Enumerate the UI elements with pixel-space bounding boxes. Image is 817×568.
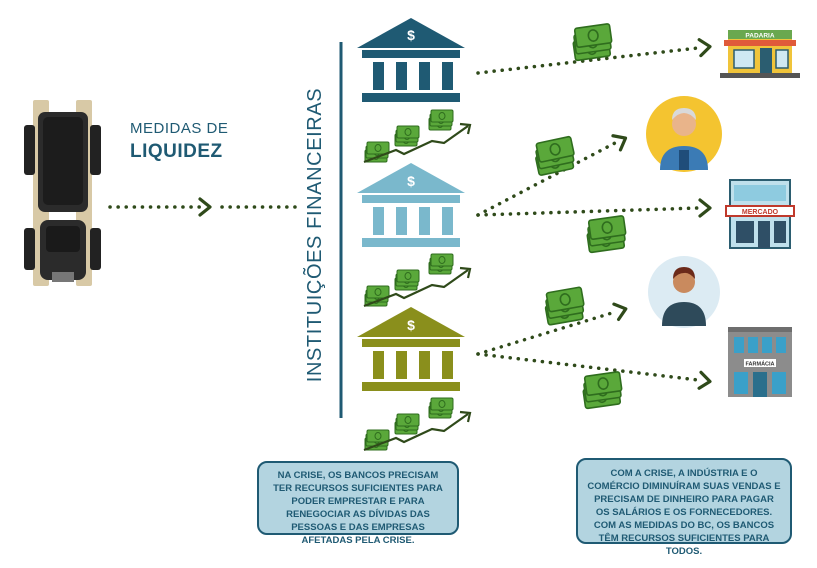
money-icon	[395, 270, 419, 290]
money-icon	[395, 414, 419, 434]
pharmacy-sign: FARMÁCIA	[745, 361, 774, 368]
institutions-label: INSTITUIÇÕES FINANCEIRAS	[304, 87, 326, 383]
flow-arrow-truck-to-banks	[108, 197, 300, 217]
money-icon	[395, 126, 419, 146]
money-icon	[365, 430, 389, 450]
market-sign: MERCADO	[742, 209, 779, 216]
flow-arrow-to-pharmacy	[476, 352, 713, 392]
money-icon	[533, 136, 577, 175]
bank-icon: $	[357, 163, 465, 247]
money-icon	[581, 372, 623, 409]
young-person-icon	[648, 256, 720, 328]
bakery-sign: PADARIA	[745, 33, 774, 40]
money-icon	[365, 286, 389, 306]
money-growth-group	[363, 110, 472, 164]
money-icon	[571, 24, 613, 61]
liquidity-measures-title: MEDIDAS DE LIQUIDEZ	[130, 120, 228, 163]
money-growth-group	[363, 398, 472, 452]
growth-arrow-icon	[363, 125, 469, 164]
money-icon	[429, 398, 453, 418]
flow-arrow-to-market	[476, 198, 712, 218]
growth-arrow-icon	[363, 269, 469, 308]
money-icon	[543, 287, 586, 325]
bank-dollar-sign: $	[407, 317, 415, 333]
measures-line1: MEDIDAS DE	[130, 120, 229, 137]
money-icon	[585, 216, 627, 253]
bakery-icon: PADARIA	[720, 30, 800, 78]
bank-icon: $	[357, 18, 465, 102]
market-icon: MERCADO	[725, 179, 795, 249]
bank-dollar-sign: $	[407, 173, 415, 189]
flow-arrow-to-elderly-person	[476, 129, 631, 217]
money-icon	[365, 142, 389, 162]
money-icon	[429, 110, 453, 130]
bank-icon: $	[357, 307, 465, 391]
note-banks: NA CRISE, OS BANCOS PRECISAM TER RECURSO…	[257, 461, 459, 546]
growth-arrow-icon	[363, 413, 469, 452]
flow-arrow-to-young-person	[476, 299, 630, 356]
bank-dollar-sign: $	[407, 27, 415, 43]
measures-line2: LIQUIDEZ	[130, 141, 223, 162]
truck-icon	[24, 100, 101, 286]
money-icon	[429, 254, 453, 274]
money-growth-group	[363, 254, 472, 308]
elderly-person-icon	[646, 96, 722, 172]
pharmacy-icon: FARMÁCIA	[728, 327, 792, 397]
note-industry: COM A CRISE, A INDÚSTRIA E O COMÉRCIO DI…	[576, 458, 792, 557]
